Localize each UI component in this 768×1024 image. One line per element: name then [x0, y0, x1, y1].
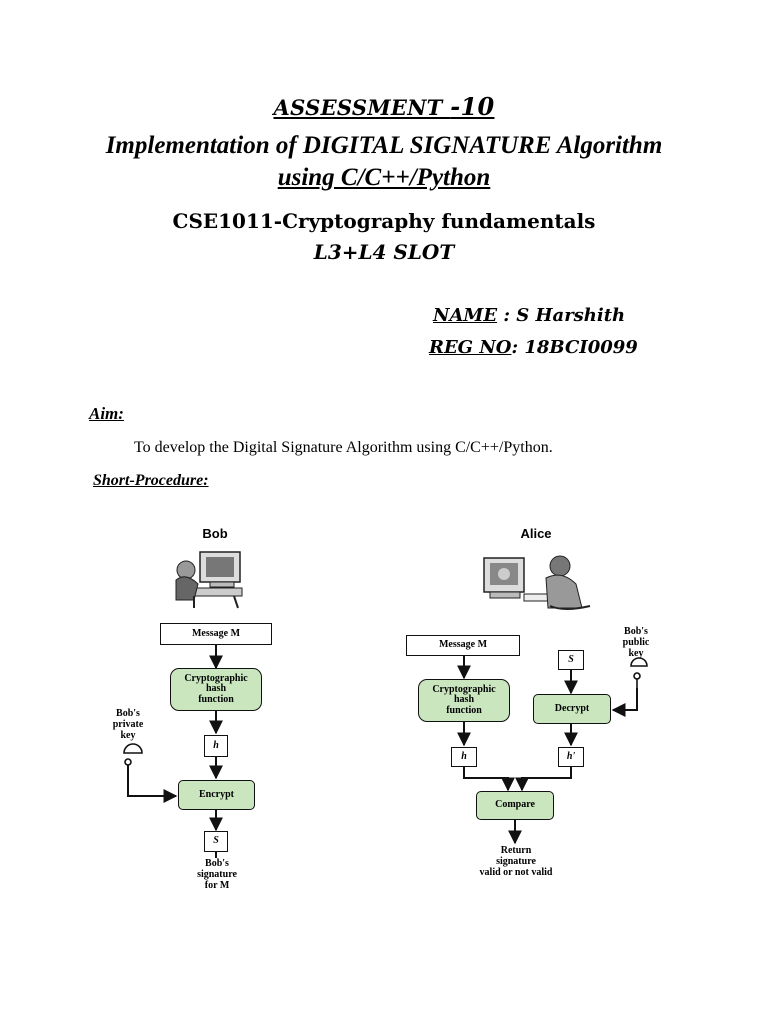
document-title-line1: Implementation of DIGITAL SIGNATURE Algo…: [105, 132, 663, 159]
public-key-line2: public: [622, 637, 650, 648]
bob-caption-line3: for M: [204, 880, 230, 891]
result-caption-line3: valid or not valid: [479, 867, 553, 878]
bob-hash-function-box: Cryptographic hash function: [170, 668, 262, 711]
public-key-line1: Bob's: [624, 626, 648, 637]
alice-hash-label-line3: function: [446, 704, 482, 716]
alice-signature-box: S: [558, 650, 584, 670]
bob-encrypt-box: Encrypt: [178, 780, 255, 810]
alice-hash-value: h: [461, 750, 467, 762]
alice-hash-value-box: h: [451, 747, 477, 767]
student-name-row: NAME : S Harshith: [433, 305, 625, 326]
bob-hash-value-box: h: [204, 735, 228, 757]
assessment-label: ASSESSMENT: [273, 95, 451, 120]
bob-signature-value: S: [213, 835, 219, 847]
result-caption-line2: signature: [496, 856, 536, 867]
public-key-line3: key: [628, 648, 644, 659]
bob-hash-value: h: [213, 739, 219, 751]
procedure-label: Short-Procedure:: [93, 472, 209, 489]
bob-private-key-line1: Bob's: [116, 708, 140, 719]
bob-private-key-label: Bob's private key: [106, 708, 150, 741]
bob-title: Bob: [202, 526, 228, 541]
alice-compare-box: Compare: [476, 791, 554, 820]
slot-heading: L3+L4 SLOT: [313, 240, 455, 264]
bob-message-label: Message M: [191, 627, 241, 639]
student-reg-row: REG NO: 18BCI0099: [429, 337, 638, 358]
alice-title: Alice: [520, 526, 552, 541]
bob-encrypt-label: Encrypt: [199, 788, 234, 800]
name-value: : S Harshith: [497, 305, 626, 326]
alice-compare-label: Compare: [495, 799, 535, 811]
bob-computer-illustration: [175, 551, 243, 609]
bob-caption-line2: signature: [197, 869, 237, 880]
alice-message-label: Message M: [438, 639, 488, 651]
bob-private-key-line3: key: [120, 730, 136, 741]
bob-hash-label-line2: hash: [205, 683, 226, 695]
bob-hash-label-line3: function: [198, 693, 234, 705]
alice-result-caption: Return signature valid or not valid: [462, 845, 570, 878]
bob-private-key-line2: private: [112, 719, 144, 730]
alice-hash-label-line1: Cryptographic: [432, 683, 496, 695]
alice-decrypt-label: Decrypt: [554, 702, 590, 714]
aim-text: To develop the Digital Signature Algorit…: [134, 439, 553, 456]
aim-label: Aim:: [89, 404, 124, 423]
name-label: NAME: [433, 305, 498, 326]
alice-decrypt-box: Decrypt: [533, 694, 611, 724]
assessment-number: -10: [450, 92, 495, 121]
bob-public-key-label: Bob's public key: [612, 626, 660, 659]
bob-signature-box: S: [204, 831, 228, 852]
result-caption-line1: Return: [500, 845, 532, 856]
alice-hash-function-box: Cryptographic hash function: [418, 679, 510, 722]
bob-caption-line1: Bob's: [205, 858, 229, 869]
key-icons: [123, 657, 648, 766]
alice-decrypted-hash-box: h': [558, 747, 584, 767]
bob-hash-label-line1: Cryptographic: [184, 672, 248, 684]
alice-decrypted-hash-value: h': [566, 750, 576, 762]
bob-message-box: Message M: [160, 623, 272, 645]
alice-computer-illustration: [483, 555, 591, 610]
document-title-line2: using C/C++/Python: [277, 164, 491, 191]
reg-label: REG NO: [429, 337, 512, 358]
reg-value: : 18BCI0099: [511, 337, 638, 358]
alice-signature-value: S: [568, 653, 574, 665]
alice-hash-label-line2: hash: [453, 694, 474, 706]
course-heading: CSE1011-Cryptography fundamentals: [172, 209, 596, 233]
assessment-heading: ASSESSMENT -10: [0, 92, 768, 121]
bob-signature-caption: Bob's signature for M: [186, 858, 248, 891]
alice-message-box: Message M: [406, 635, 520, 656]
